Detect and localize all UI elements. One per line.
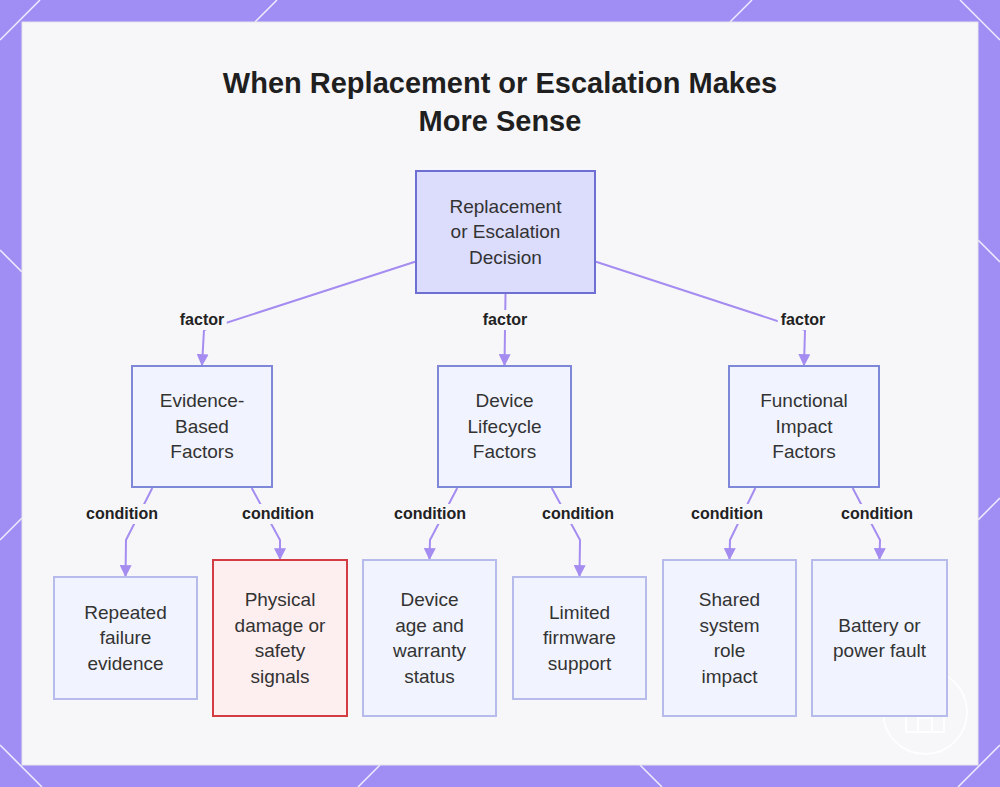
condition-box: Repeated failure evidence bbox=[53, 576, 198, 700]
frame-line bbox=[0, 518, 22, 540]
frame-line bbox=[255, 0, 277, 22]
frame-line bbox=[0, 250, 22, 272]
condition-box: Battery or power fault bbox=[811, 559, 948, 717]
factor-box: Device Lifecycle Factors bbox=[437, 365, 572, 488]
condition-box: Shared system role impact bbox=[662, 559, 797, 717]
condition-box: Limited firmware support bbox=[512, 576, 647, 700]
node-text: Evidence-Based Factors bbox=[151, 388, 253, 465]
node-text: Functional Impact Factors bbox=[748, 388, 860, 465]
node-text: Shared system role impact bbox=[684, 587, 775, 689]
edge-label: factor bbox=[177, 310, 227, 330]
edge-label: condition bbox=[391, 504, 469, 524]
frame-line bbox=[978, 498, 1000, 520]
house-door bbox=[918, 718, 932, 732]
node-text: Replacement or Escalation Decision bbox=[445, 194, 566, 271]
connector-line bbox=[126, 488, 153, 576]
frame-line bbox=[978, 240, 1000, 262]
node-text: Device age and warranty status bbox=[384, 587, 475, 689]
connector-line bbox=[552, 488, 580, 576]
frame-line bbox=[358, 765, 380, 787]
factor-box: Functional Impact Factors bbox=[728, 365, 880, 488]
node-text: Repeated failure evidence bbox=[75, 600, 176, 677]
edge-label: condition bbox=[688, 504, 766, 524]
decision-box: Replacement or Escalation Decision bbox=[415, 170, 596, 294]
connector-line bbox=[596, 262, 805, 365]
node-text: Battery or power fault bbox=[833, 613, 926, 664]
frame-line bbox=[640, 765, 662, 787]
alert-condition-box: Physical damage or safety signals bbox=[212, 559, 348, 717]
connector-line bbox=[202, 262, 415, 365]
panel-border bbox=[22, 22, 978, 765]
node-text: Physical damage or safety signals bbox=[234, 587, 326, 689]
edge-label: condition bbox=[838, 504, 916, 524]
edge-label: condition bbox=[539, 504, 617, 524]
node-text: Device Lifecycle Factors bbox=[457, 388, 552, 465]
edge-label: factor bbox=[778, 310, 828, 330]
edge-label: factor bbox=[480, 310, 530, 330]
edge-label: condition bbox=[83, 504, 161, 524]
diagram-title: When Replacement or Escalation Makes Mor… bbox=[190, 64, 810, 140]
edge-label: condition bbox=[239, 504, 317, 524]
factor-box: Evidence-Based Factors bbox=[131, 365, 273, 488]
content-panel bbox=[22, 22, 978, 765]
node-text: Limited firmware support bbox=[534, 600, 625, 677]
condition-box: Device age and warranty status bbox=[362, 559, 497, 717]
frame-line bbox=[730, 0, 752, 22]
